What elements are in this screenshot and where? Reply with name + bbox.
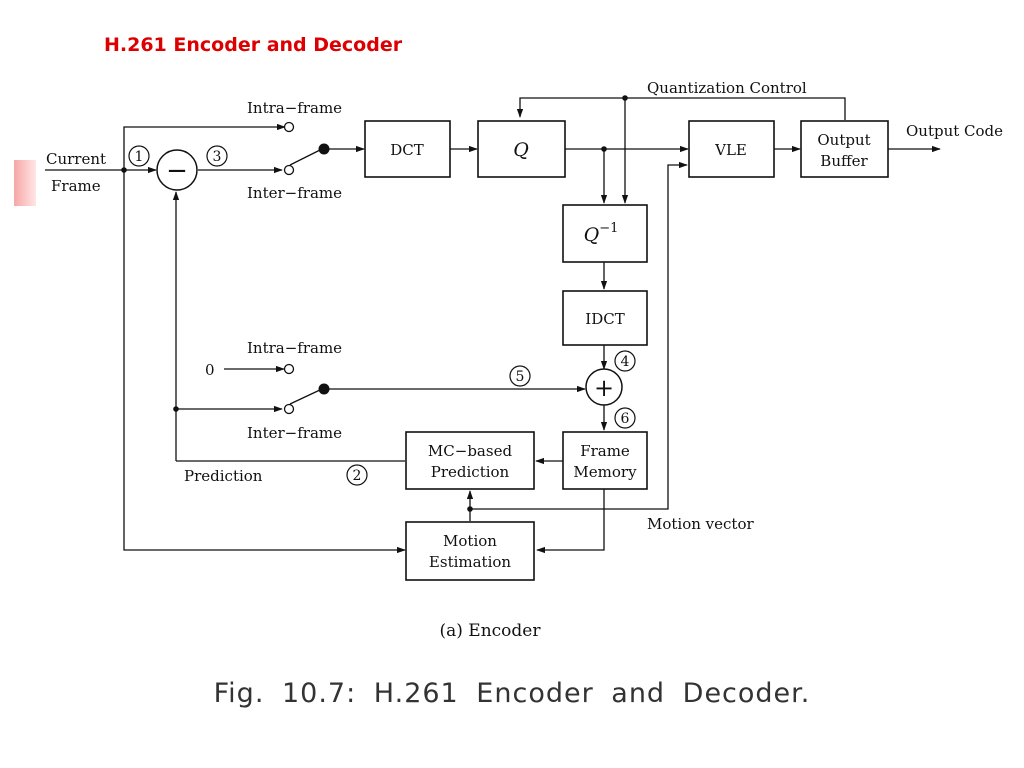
motion-vector-line	[469, 161, 688, 521]
idct-block: IDCT	[562, 290, 648, 346]
h261-encoder-diagram: − + DCT Q Q−1 IDCT VLE Output Buffer Fra…	[45, 79, 1003, 641]
add-operator: +	[594, 374, 614, 402]
inter-frame-label-bottom: Inter−frame	[247, 424, 342, 442]
junction-dots	[121, 95, 628, 512]
frame-memory-block: Frame Memory	[562, 431, 648, 490]
svg-text:Memory: Memory	[573, 463, 637, 481]
current-frame-label-2: Frame	[51, 177, 101, 195]
svg-text:DCT: DCT	[390, 141, 424, 159]
connection-lines	[45, 97, 941, 554]
adder: +	[585, 368, 623, 406]
current-frame-label: Current	[46, 150, 106, 168]
prediction-label: Prediction	[184, 467, 263, 485]
accent-bar	[14, 160, 36, 206]
svg-text:Q−1: Q−1	[584, 221, 619, 246]
junction-dot	[622, 95, 628, 101]
current-to-motion-estimation-line	[123, 170, 406, 554]
switch-arm-bottom	[289, 388, 323, 405]
figure-caption: Fig. 10.7: H.261 Encoder and Decoder.	[213, 678, 811, 709]
subtract-operator: −	[166, 156, 188, 186]
vle-block: VLE	[688, 120, 775, 178]
intra-frame-label-bottom: Intra−frame	[247, 339, 342, 357]
output-buffer-block: Output Buffer	[800, 120, 889, 178]
junction-dot	[467, 506, 473, 512]
dct-block: DCT	[364, 120, 451, 178]
svg-text:3: 3	[213, 149, 222, 165]
circled-number-6: 6	[614, 407, 636, 429]
circled-number-1: 1	[128, 145, 150, 167]
inter-frame-label-top: Inter−frame	[247, 184, 342, 202]
svg-text:Buffer: Buffer	[820, 152, 868, 170]
quantizer-block: Q	[477, 120, 566, 178]
subtractor: −	[156, 149, 198, 191]
svg-text:6: 6	[621, 411, 630, 427]
switch-arm-top	[289, 148, 323, 166]
circled-number-5: 5	[509, 365, 531, 387]
svg-text:Q: Q	[513, 139, 529, 161]
quantization-control-label: Quantization Control	[647, 79, 807, 97]
zero-input-label: 0	[205, 361, 215, 379]
switch-pivot-bottom	[318, 383, 330, 395]
svg-text:Frame: Frame	[580, 442, 630, 460]
intra-bottom-contact	[283, 363, 295, 375]
svg-text:2: 2	[353, 468, 362, 484]
junction-dot	[601, 146, 607, 152]
frame-memory-to-motion-estimation-line	[536, 489, 605, 554]
mc-prediction-block: MC−based Prediction	[405, 431, 535, 490]
diagram-subcaption: (a) Encoder	[440, 621, 542, 641]
svg-text:4: 4	[621, 354, 630, 370]
junction-dot	[173, 406, 179, 412]
svg-text:Estimation: Estimation	[429, 553, 511, 571]
motion-estimation-block: Motion Estimation	[405, 521, 535, 581]
motion-vector-label: Motion vector	[647, 515, 754, 533]
junction-dot	[121, 167, 127, 173]
intra-frame-label-top: Intra−frame	[247, 99, 342, 117]
inter-top-contact	[283, 164, 295, 176]
svg-text:1: 1	[135, 149, 144, 165]
quantization-control-line	[516, 97, 846, 120]
circled-number-2: 2	[346, 464, 368, 486]
inter-bottom-contact	[283, 403, 295, 415]
circled-number-3: 3	[206, 145, 228, 167]
switch-contacts	[283, 121, 330, 415]
switch-pivot-top	[318, 143, 330, 155]
output-code-label: Output Code	[906, 122, 1003, 140]
inverse-quantizer-block: Q−1	[562, 204, 648, 263]
svg-text:Motion: Motion	[443, 532, 497, 550]
svg-text:Prediction: Prediction	[431, 463, 510, 481]
circled-number-4: 4	[614, 350, 636, 372]
svg-text:VLE: VLE	[714, 141, 747, 159]
slide-title: H.261 Encoder and Decoder	[104, 34, 403, 56]
intra-top-feed-line	[123, 123, 286, 170]
svg-text:MC−based: MC−based	[428, 442, 513, 460]
svg-text:IDCT: IDCT	[585, 310, 624, 328]
svg-text:Output: Output	[817, 131, 870, 149]
svg-text:5: 5	[516, 369, 525, 385]
intra-top-contact	[283, 121, 295, 133]
